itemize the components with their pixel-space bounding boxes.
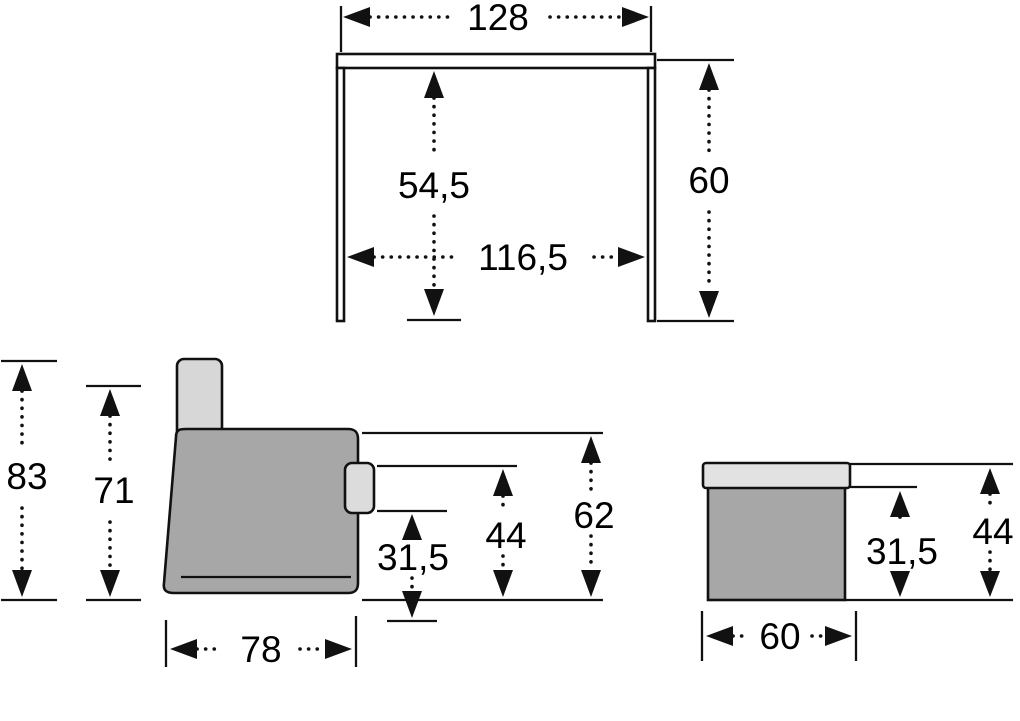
arrow-up-icon xyxy=(493,469,513,496)
arrow-up-icon xyxy=(980,468,1000,494)
arrow-down-icon xyxy=(424,289,444,316)
dimension-chair-back-height: 71 xyxy=(86,384,141,602)
dimension-table-inner-width: 116,5 xyxy=(347,237,645,278)
arrow-down-icon xyxy=(100,570,120,597)
stool-total-height-label: 44 xyxy=(972,511,1013,552)
dimension-table-height: 60 xyxy=(657,58,734,323)
arrow-right-icon xyxy=(825,626,852,646)
stool-seat-height-label: 31,5 xyxy=(866,531,938,572)
arrow-right-icon xyxy=(618,247,645,267)
arrow-left-icon xyxy=(170,639,197,659)
dimension-stool-seat-height: 31,5 xyxy=(866,491,938,597)
chair-seat-back-height-label: 62 xyxy=(573,495,614,536)
arrow-left-icon xyxy=(347,247,374,267)
chair-armrest xyxy=(343,461,376,515)
arrow-up-icon xyxy=(699,63,719,90)
arrow-up-icon xyxy=(890,491,910,517)
table-top xyxy=(335,52,657,70)
arrow-down-icon xyxy=(581,570,601,597)
arrow-up-icon xyxy=(100,389,120,416)
table-height-label: 60 xyxy=(688,160,729,201)
arrow-down-icon xyxy=(402,591,422,618)
dimension-chair-seat-height: 31,5 xyxy=(377,514,449,623)
dimension-chair-total-height: 83 xyxy=(1,359,57,602)
table-width-label: 128 xyxy=(467,0,529,38)
stool-width-label: 60 xyxy=(759,616,800,657)
table-front-view: 128 54,5 116,5 60 xyxy=(335,0,734,323)
dimension-table-width: 128 xyxy=(339,0,653,52)
arrow-up-icon xyxy=(424,71,444,98)
stool-body xyxy=(706,476,847,602)
table-inner-height-label: 54,5 xyxy=(398,165,470,206)
arrow-down-icon xyxy=(980,571,1000,597)
arrow-down-icon xyxy=(12,570,32,597)
arrow-right-icon xyxy=(325,639,352,659)
table-right-leg xyxy=(646,66,657,323)
table-inner-width-label: 116,5 xyxy=(478,237,568,278)
chair-back-height-label: 71 xyxy=(93,470,134,511)
dimension-table-inner-height: 54,5 xyxy=(398,71,470,322)
chair-body xyxy=(162,427,360,595)
chair-arm-height-label: 44 xyxy=(485,515,526,556)
arrow-up-icon xyxy=(581,436,601,463)
arrow-down-icon xyxy=(699,291,719,318)
dimension-chair-depth: 78 xyxy=(164,616,358,670)
dimension-stool-total-height: 44 xyxy=(972,468,1014,597)
arrow-up-icon xyxy=(12,364,32,391)
table-left-leg xyxy=(335,66,346,323)
dimension-chair-seat-back-height: 62 xyxy=(573,436,615,597)
dimension-chair-arm-height: 44 xyxy=(485,469,527,597)
arrow-right-icon xyxy=(622,7,649,27)
arrow-up-icon xyxy=(402,514,422,540)
arrow-down-icon xyxy=(890,571,910,597)
arrow-left-icon xyxy=(343,7,370,27)
chair-total-height-label: 83 xyxy=(6,456,47,497)
chair-side-view: 83 71 78 xyxy=(1,357,615,670)
chair-depth-label: 78 xyxy=(240,629,281,670)
dimension-stool-width: 60 xyxy=(700,611,858,661)
chair-seat-height-label: 31,5 xyxy=(377,537,449,578)
arrow-down-icon xyxy=(493,570,513,597)
stool-cushion xyxy=(701,461,852,490)
arrow-left-icon xyxy=(706,626,733,646)
stool-side-view: 60 31,5 44 xyxy=(700,461,1014,661)
